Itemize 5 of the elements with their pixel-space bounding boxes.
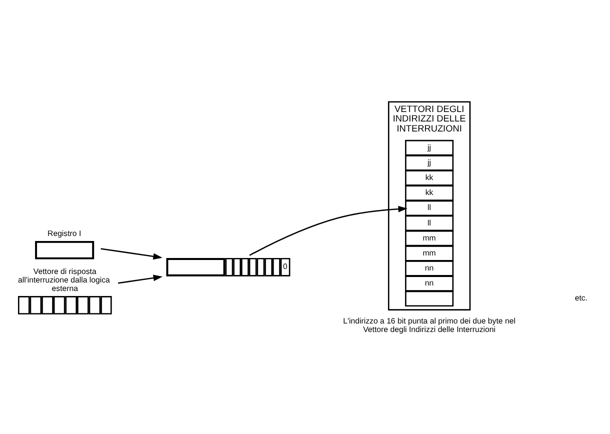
arrow bbox=[118, 274, 163, 284]
arrow bbox=[100, 248, 162, 260]
arrow bbox=[249, 206, 408, 256]
node-box bbox=[405, 290, 454, 307]
node-box bbox=[35, 240, 94, 260]
